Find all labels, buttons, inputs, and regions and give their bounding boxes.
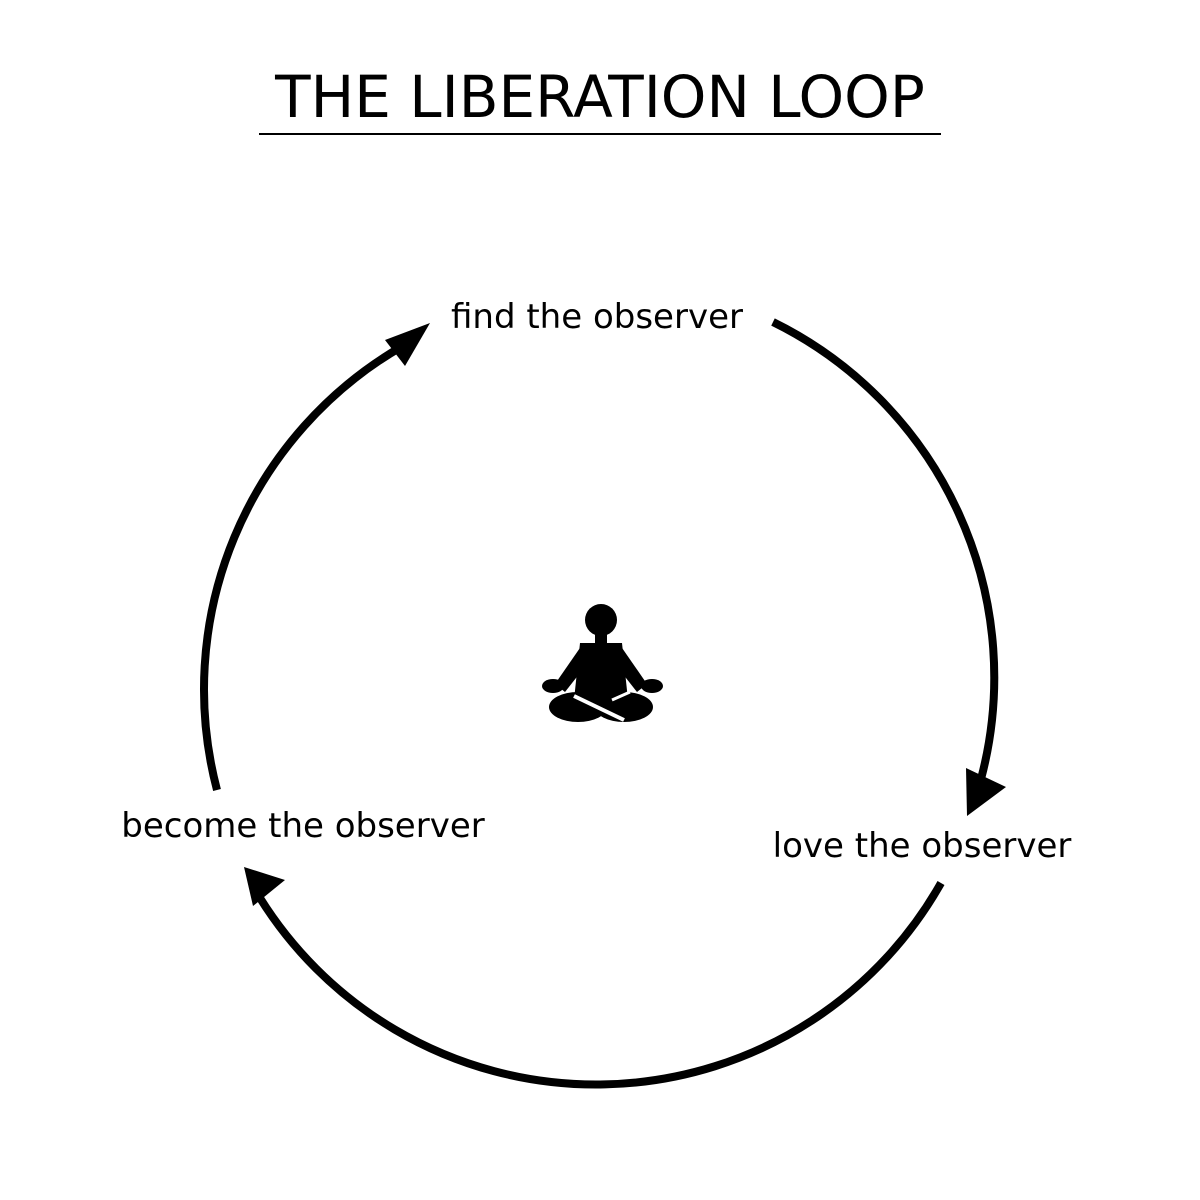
arrowhead-to-love [966,768,1006,816]
loop-arc-find-to-love [771,318,999,781]
stage-label-love: love the observer [773,826,1072,866]
arrowhead-to-become [244,867,285,906]
meditating-person-icon [542,604,663,722]
page-title: THE LIBERATION LOOP [275,63,925,131]
loop-arc-become-to-find [200,343,404,792]
loop-arc-love-to-become [256,881,945,1089]
stage-label-find: find the observer [451,297,743,337]
title-underline [259,133,941,135]
arrowhead-to-find [385,323,430,366]
stage-label-become: become the observer [121,806,484,846]
